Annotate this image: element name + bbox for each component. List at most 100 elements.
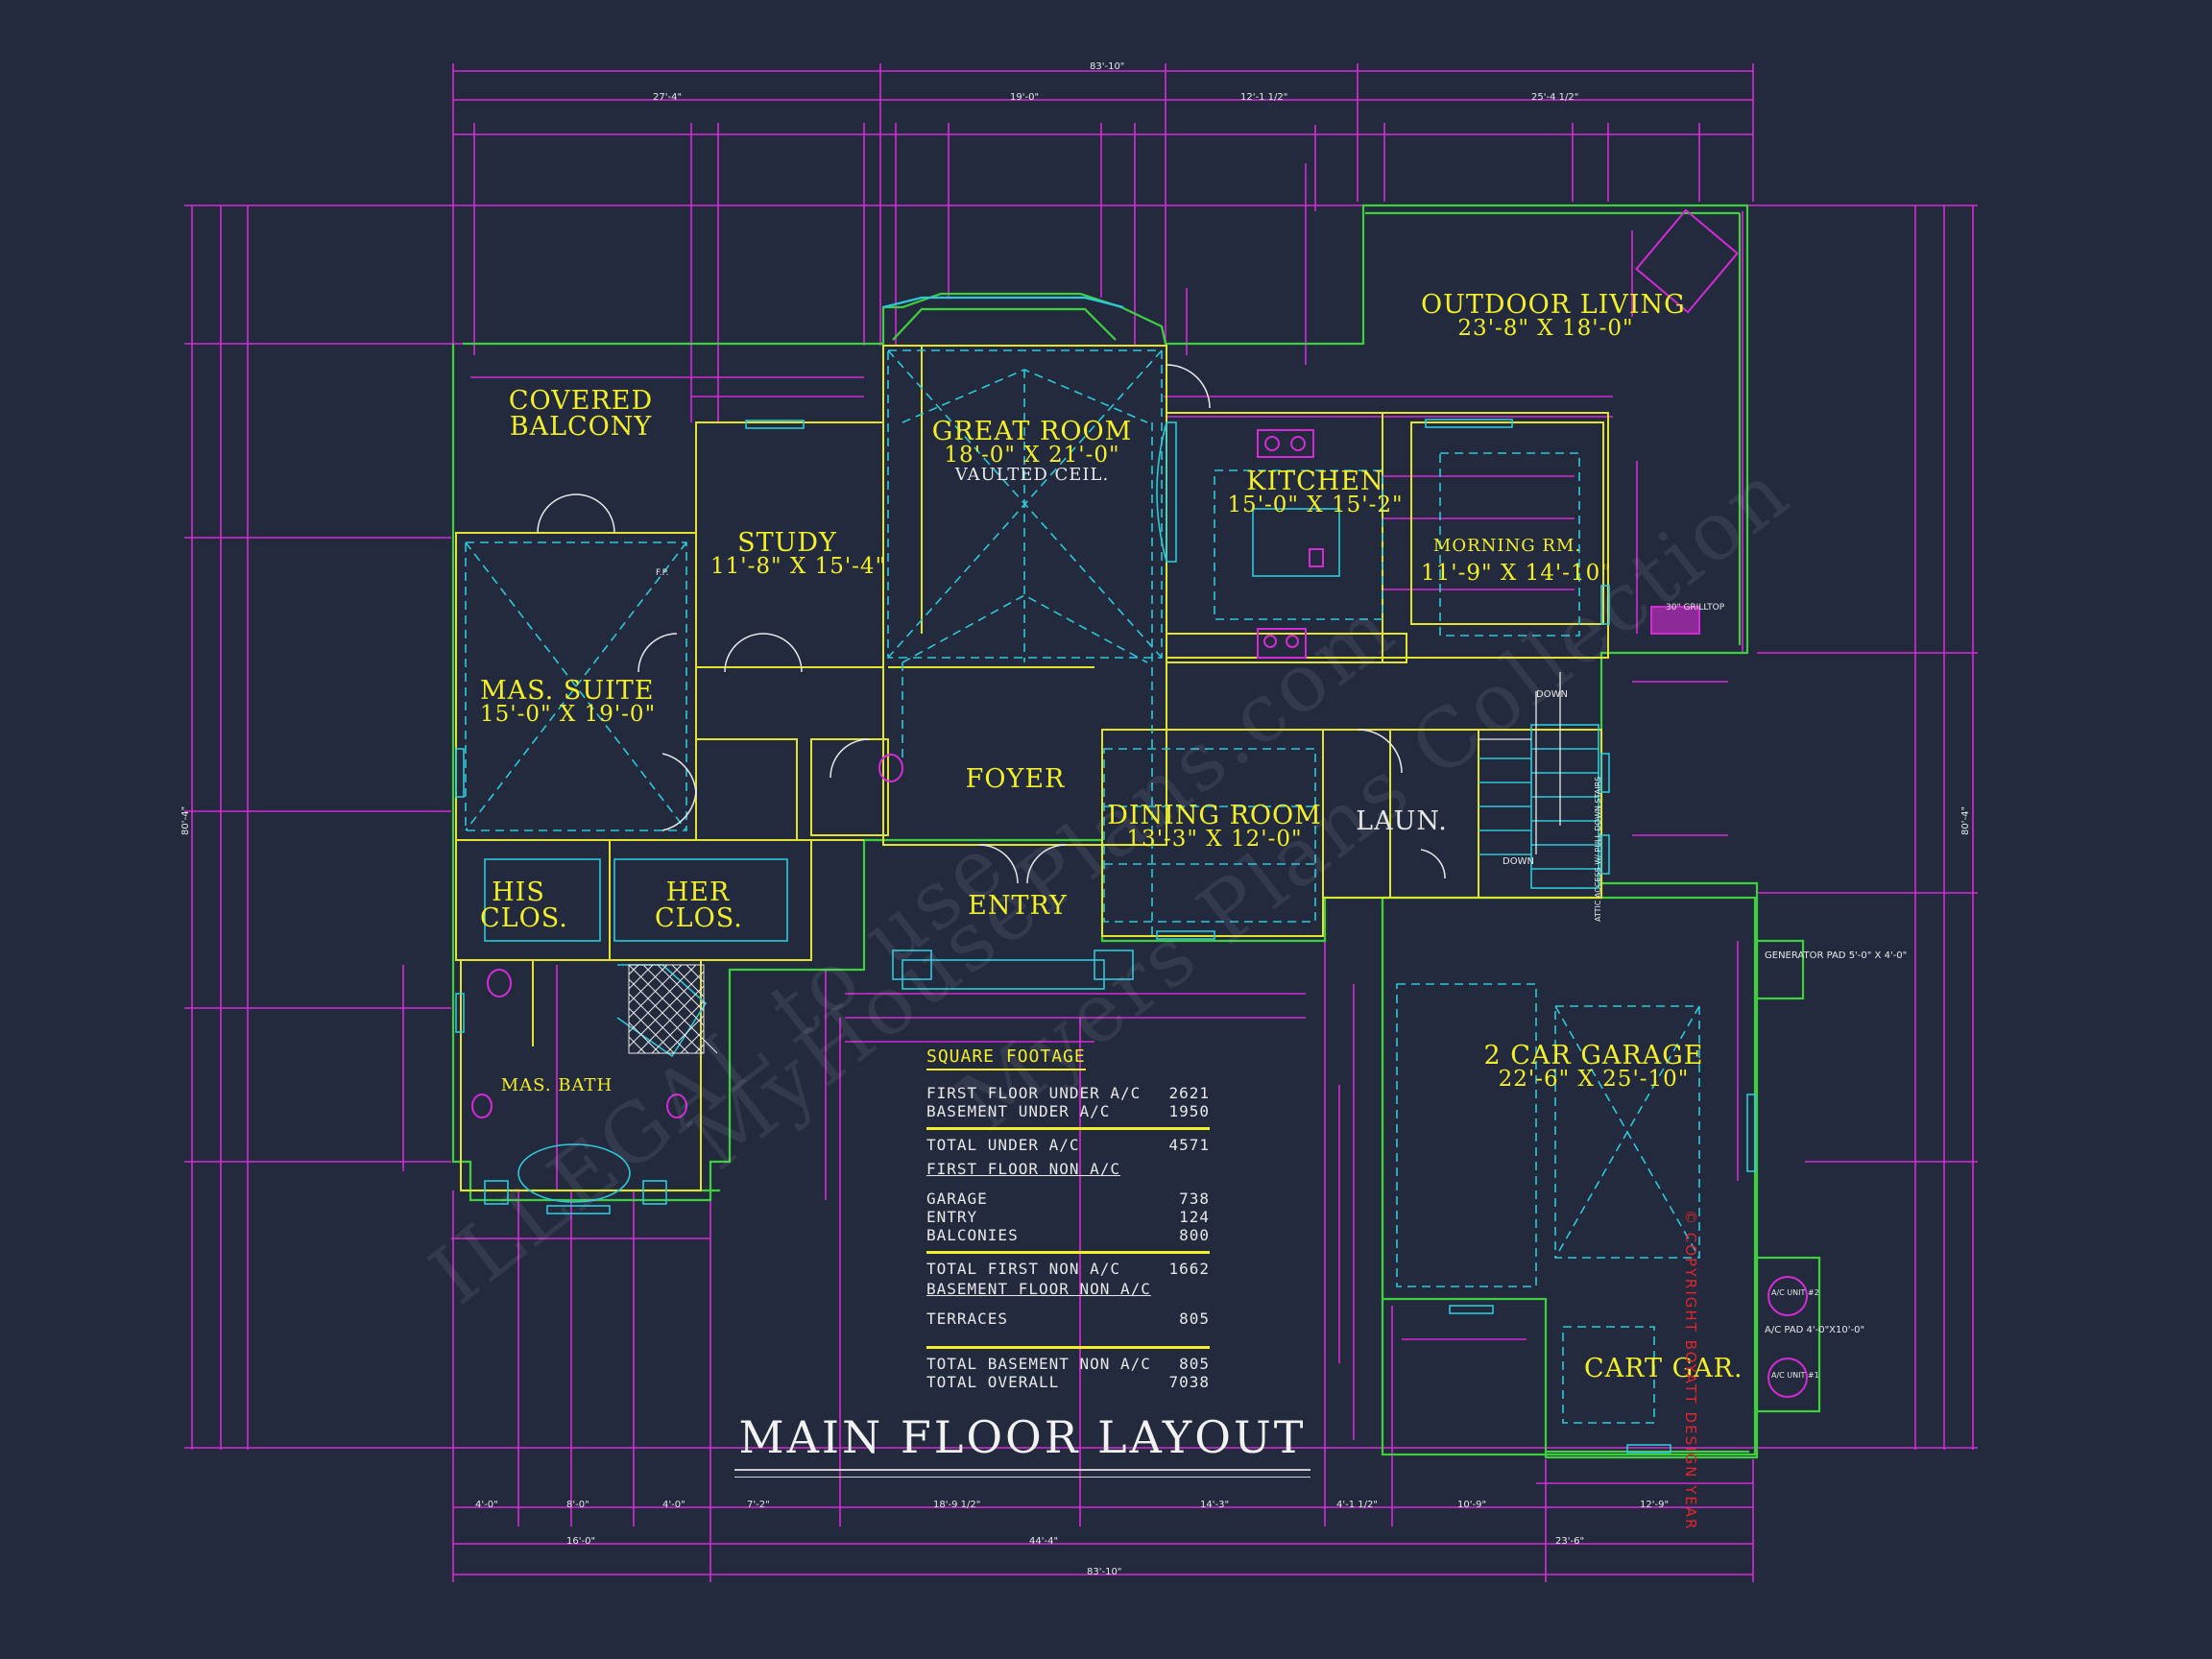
room-dims: 15'-0" X 19'-0" <box>480 702 657 727</box>
sqft-rule <box>926 1127 1210 1130</box>
room-outdoor-living: OUTDOOR LIVING 23'-8" X 18'-0" <box>1421 292 1685 341</box>
sqft-label: TOTAL FIRST NON A/C <box>926 1260 1121 1278</box>
room-name: CART GAR. <box>1584 1354 1743 1383</box>
sqft-section-heading: BASEMENT FLOOR NON A/C <box>926 1280 1151 1298</box>
room-name: ENTRY <box>968 891 1068 921</box>
square-footage-table: SQUARE FOOTAGE FIRST FLOOR UNDER A/C 262… <box>926 1046 1210 1391</box>
door-swings <box>537 364 1446 884</box>
room-dims: 11'-8" X 15'-4" <box>710 554 887 579</box>
sqft-rule <box>926 1251 1210 1254</box>
sqft-row: FIRST FLOOR UNDER A/C 2621 <box>926 1084 1210 1102</box>
room-great-room: GREAT ROOM 18'-0" X 21'-0" VAULTED CEIL. <box>922 419 1142 484</box>
ac-unit-2-label: A/C UNIT #2 <box>1771 1288 1819 1297</box>
room-dining: DINING ROOM 13'-3" X 12'-0" <box>1104 803 1325 851</box>
sqft-label: TOTAL UNDER A/C <box>926 1136 1080 1154</box>
room-his-closet: HIS CLOS. <box>480 878 568 933</box>
shower-tile <box>628 964 718 1054</box>
copyright-notice: © COPYRIGHT BOYATT DESIGN YEAR <box>1682 1210 1699 1531</box>
sqft-row: BASEMENT UNDER A/C 1950 <box>926 1102 1210 1120</box>
grill-label: 30" GRILLTOP <box>1666 603 1725 613</box>
sqft-label: TOTAL OVERALL <box>926 1373 1060 1391</box>
attic-access-label: ATTIC ACCESS W/ PULL DOWN STAIRS <box>1594 776 1602 922</box>
sqft-row: TERRACES 805 <box>926 1310 1210 1328</box>
sqft-row: ENTRY 124 <box>926 1208 1210 1226</box>
sqft-label: GARAGE <box>926 1190 988 1208</box>
room-name: STUDY <box>737 528 837 558</box>
dim-overall-depth-right: 80'-4" <box>1960 805 1971 835</box>
room-name-line1: COVERED <box>508 386 654 416</box>
room-name-line2: CLOS. <box>480 903 568 933</box>
sqft-value: 4571 <box>1168 1136 1210 1154</box>
room-name-line2: BALCONY <box>509 412 653 442</box>
sqft-row: GARAGE 738 <box>926 1190 1210 1208</box>
room-name: FOYER <box>965 764 1066 794</box>
sqft-total-row: TOTAL OVERALL 7038 <box>926 1373 1210 1391</box>
fireplace-label: F.P. <box>656 568 669 578</box>
room-name: 2 CAR GARAGE <box>1483 1041 1704 1070</box>
generator-label: GENERATOR PAD 5'-0" X 4'-0" <box>1765 950 1908 961</box>
square-footage-heading: SQUARE FOOTAGE <box>926 1046 1086 1070</box>
room-note: VAULTED CEIL. <box>954 465 1110 485</box>
stair-down-label-1: DOWN <box>1536 689 1568 700</box>
sqft-total-row: TOTAL BASEMENT NON A/C 805 <box>926 1355 1210 1373</box>
sqft-value: 1662 <box>1168 1260 1210 1278</box>
room-foyer: FOYER <box>960 766 1070 792</box>
sqft-label: TERRACES <box>926 1310 1009 1328</box>
room-mas-suite: MAS. SUITE 15'-0" X 19'-0" <box>480 678 657 727</box>
room-name-line2: CLOS. <box>655 903 743 933</box>
room-garage: 2 CAR GARAGE 22'-6" X 25'-10" <box>1483 1043 1704 1091</box>
room-mas-bath: MAS. BATH <box>499 1077 614 1094</box>
room-dims: 22'-6" X 25'-10" <box>1498 1067 1690 1092</box>
room-dims: 23'-8" X 18'-0" <box>1457 316 1634 341</box>
stair-down-label-2: DOWN <box>1503 856 1534 867</box>
sqft-value: 124 <box>1179 1208 1210 1226</box>
dim-top-2: 19'-0" <box>1010 92 1040 103</box>
sqft-label: TOTAL BASEMENT NON A/C <box>926 1355 1151 1373</box>
dim-overall-depth-left: 80'-4" <box>180 805 191 835</box>
sqft-gap <box>926 1298 1210 1310</box>
dim-bottom-detail-8: 10'-9" <box>1457 1500 1487 1510</box>
room-name-line1: HIS <box>492 878 545 907</box>
dim-overall-width-bottom: 83'-10" <box>1087 1567 1122 1577</box>
fixtures <box>455 349 1756 1454</box>
room-dims: 13'-3" X 12'-0" <box>1126 827 1303 852</box>
sqft-gap <box>926 1178 1210 1190</box>
sqft-value: 805 <box>1179 1310 1210 1328</box>
ac-pad-label: A/C PAD 4'-0"X10'-0" <box>1765 1325 1865 1335</box>
dimension-lines <box>184 63 1978 1582</box>
dim-bottom-detail-6: 14'-3" <box>1200 1500 1230 1510</box>
sqft-label: BALCONIES <box>926 1226 1019 1244</box>
dim-bottom-detail-2: 8'-0" <box>566 1500 589 1510</box>
sqft-row: BALCONIES 800 <box>926 1226 1210 1244</box>
sqft-value: 805 <box>1179 1355 1210 1373</box>
dim-bottom-detail-5: 18'-9 1/2" <box>933 1500 981 1510</box>
dim-bottom-1: 16'-0" <box>566 1536 596 1547</box>
sqft-gap <box>926 1328 1210 1339</box>
room-name: GREAT ROOM <box>931 417 1133 446</box>
dim-bottom-detail-1: 4'-0" <box>475 1500 498 1510</box>
room-dims: 11'-9" X 14'-10" <box>1421 561 1612 586</box>
ac-unit-1-label: A/C UNIT #1 <box>1771 1371 1819 1380</box>
room-dims: 18'-0" X 21'-0" <box>944 443 1120 468</box>
stairs <box>1479 672 1561 854</box>
dim-bottom-detail-9: 12'-9" <box>1640 1500 1670 1510</box>
title-underline <box>734 1469 1310 1478</box>
dim-bottom-3: 23'-6" <box>1555 1536 1585 1547</box>
sqft-value: 738 <box>1179 1190 1210 1208</box>
room-kitchen: KITCHEN 15'-0" X 15'-2" <box>1219 469 1411 517</box>
room-entry: ENTRY <box>965 893 1070 919</box>
sqft-value: 7038 <box>1168 1373 1210 1391</box>
room-name: MORNING RM. <box>1432 536 1582 556</box>
dim-bottom-detail-3: 4'-0" <box>662 1500 685 1510</box>
sqft-value: 1950 <box>1168 1102 1210 1120</box>
room-study: STUDY 11'-8" X 15'-4" <box>710 528 887 579</box>
sqft-label: FIRST FLOOR UNDER A/C <box>926 1084 1142 1102</box>
sqft-value: 800 <box>1179 1226 1210 1244</box>
sqft-total-row: TOTAL FIRST NON A/C 1662 <box>926 1260 1210 1278</box>
dim-bottom-detail-4: 7'-2" <box>747 1500 770 1510</box>
dim-top-1: 27'-4" <box>653 92 683 103</box>
dim-top-3: 12'-1 1/2" <box>1240 92 1288 103</box>
sqft-section-heading: FIRST FLOOR NON A/C <box>926 1160 1121 1178</box>
room-dims: 15'-0" X 15'-2" <box>1227 493 1404 517</box>
